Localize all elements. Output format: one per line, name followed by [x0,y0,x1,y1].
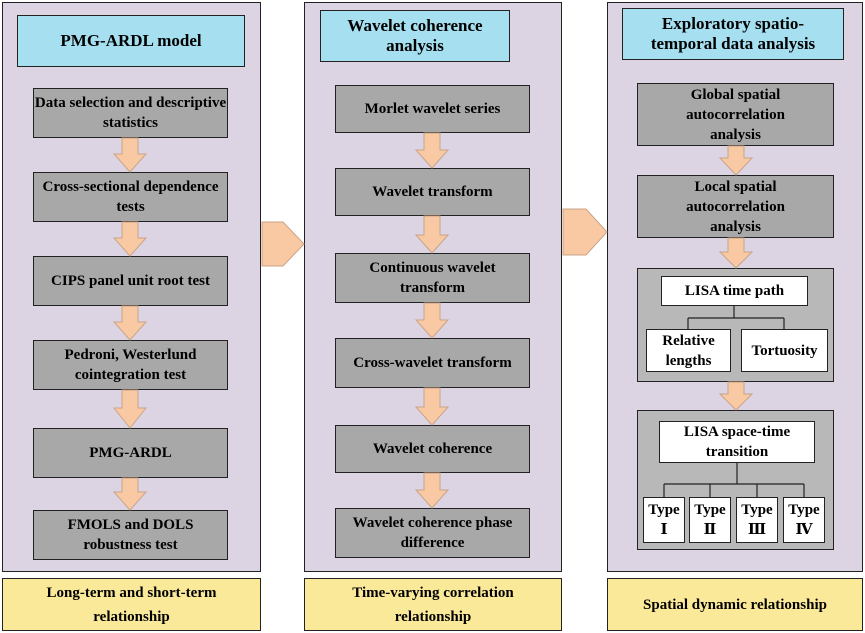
left-step-2: Cross-sectional dependence tests [33,172,228,222]
type-3: Type Ⅲ [736,497,778,543]
middle-step-5: Wavelet coherence [335,425,530,473]
right-footer: Spatial dynamic relationship [607,578,863,631]
lisa-time-path: LISA time path [661,276,808,306]
right-step-global: Global spatial autocorrelation analysis [637,83,834,146]
right-arrow [562,208,608,256]
lisa-space-time-transition: LISA space-time transition [659,421,815,463]
middle-footer: Time-varying correlation relationship [304,578,562,631]
type-2: Type Ⅱ [689,497,731,543]
left-footer: Long-term and short-term relationship [2,578,261,631]
left-panel-title: PMG-ARDL model [17,15,245,67]
right-panel-title: Exploratory spatio-temporal data analysi… [622,8,844,60]
middle-step-6: Wavelet coherence phase difference [335,508,530,558]
middle-panel-title: Wavelet coherence analysis [320,10,510,62]
middle-step-2: Wavelet transform [335,168,530,216]
relative-lengths: Relative lengths [646,329,731,372]
left-step-1: Data selection and descriptive statistic… [33,88,228,138]
right-arrow [261,221,305,267]
tortuosity: Tortuosity [741,329,828,372]
left-step-4: Pedroni, Westerlund cointegration test [33,340,228,390]
type-4: Type Ⅳ [783,497,825,543]
middle-step-1: Morlet wavelet series [335,85,530,133]
type-1: Type Ⅰ [643,497,685,543]
left-step-5: PMG-ARDL [33,428,228,478]
right-step-local: Local spatial autocorrelation analysis [637,175,834,238]
middle-step-3: Continuous wavelet transform [335,253,530,303]
left-step-6: FMOLS and DOLS robustness test [33,510,228,560]
middle-step-4: Cross-wavelet transform [335,338,530,388]
left-step-3: CIPS panel unit root test [33,256,228,306]
